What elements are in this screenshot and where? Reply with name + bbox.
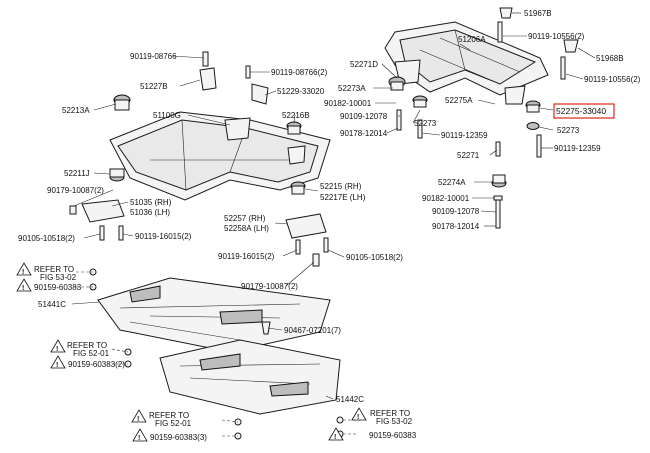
engine-under-cover-front (97, 277, 331, 353)
part-label-51968B: 51968B (596, 54, 624, 63)
front-mount-top (199, 51, 269, 105)
part-label-90119-12359-a: 90119-12359 (441, 131, 488, 140)
refer-note-fig-52-01-c-line2: FIG 52-01 (155, 419, 192, 428)
leader-lines (71, 12, 596, 437)
part-label-51967B: 51967B (524, 9, 552, 18)
part-label-52271: 52271 (457, 151, 480, 160)
rear-bushing-lower-left (491, 174, 507, 188)
svg-text:!: ! (56, 346, 58, 353)
part-label-52273A: 52273A (338, 84, 366, 93)
part-label-52274A: 52274A (438, 178, 466, 187)
front-bushing-right (286, 121, 306, 195)
part-label-51442C: 51442C (336, 395, 364, 404)
warning-icon: ! (50, 339, 66, 353)
part-label-90109-12078-b: 90109-12078 (432, 207, 480, 216)
part-label-90179-10087-a: 90179-10087(2) (47, 186, 104, 195)
part-label-51441C: 51441C (38, 300, 66, 309)
svg-text:!: ! (22, 269, 24, 276)
part-label-90159-60383-c: 90159-60383(3) (150, 433, 207, 442)
part-label-90178-12014-a: 90178-12014 (340, 129, 388, 138)
refer-note-fig-52-01-b-line1: REFER TO (67, 341, 107, 350)
svg-text:!: ! (138, 435, 140, 442)
part-label-51227B: 51227B (140, 82, 168, 91)
refer-note-fig-52-01-b-line2: FIG 52-01 (73, 349, 110, 358)
refer-note-fig-53-02-a-line2: FIG 53-02 (40, 273, 77, 282)
warning-icon: ! (16, 278, 32, 292)
part-label-52258A: 52258A (LH) (224, 224, 269, 233)
rear-bushing-lower-right (526, 122, 540, 130)
part-label-90119-08766: 90119-08766 (130, 52, 177, 61)
part-label-90182-10001-a: 90182-10001 (324, 99, 372, 108)
warning-icon: ! (351, 407, 367, 421)
part-label-52216B: 52216B (282, 111, 310, 120)
part-label-51035: 51035 (RH) (130, 198, 172, 207)
part-label-52273-b: 52273 (557, 126, 580, 135)
rear-bushing-upper-right (525, 100, 541, 113)
part-label-51100G: 51100G (153, 111, 181, 120)
part-label-90109-12078-a: 90109-12078 (340, 112, 388, 121)
refer-note-fig-53-02-d-line2: FIG 53-02 (376, 417, 413, 426)
part-label-90178-12014-b: 90178-12014 (432, 222, 480, 231)
part-label-90159-60383-d: 90159-60383 (369, 431, 417, 440)
part-label-52257: 52257 (RH) (224, 214, 266, 223)
rear-crossmember (384, 21, 549, 105)
part-label-51229-33020: 51229-33020 (277, 87, 325, 96)
rear-bolts (396, 7, 579, 229)
refer-note-fig-53-02-a-line1: REFER TO (34, 265, 74, 274)
part-label-90119-16015-a: 90119-16015(2) (135, 232, 192, 241)
svg-text:!: ! (56, 362, 58, 369)
front-brackets (69, 199, 329, 267)
part-label-52271D: 52271D (350, 60, 378, 69)
refer-note-fig-52-01-c-line1: REFER TO (149, 411, 189, 420)
part-label-90159-60383-b: 90159-60383(2) (68, 360, 125, 369)
front-crossmember (109, 111, 331, 201)
warning-icon: ! (328, 427, 344, 441)
svg-text:!: ! (357, 414, 359, 421)
part-label-90119-12359-b: 90119-12359 (554, 144, 601, 153)
part-label-90179-10087-b: 90179-10087(2) (241, 282, 298, 291)
part-label-90105-10518-b: 90105-10518(2) (346, 253, 403, 262)
part-label-90119-10556-b: 90119-10556(2) (584, 75, 641, 84)
part-label-90105-10518-a: 90105-10518(2) (18, 234, 75, 243)
part-label-52275A: 52275A (445, 96, 473, 105)
warning-icon: ! (131, 409, 147, 423)
part-label-52215: 52215 (RH) (320, 182, 362, 191)
svg-text:!: ! (22, 285, 24, 292)
part-label-90119-10556-a: 90119-10556(2) (528, 32, 585, 41)
svg-text:!: ! (334, 434, 336, 441)
highlighted-part-box (553, 103, 615, 119)
part-label-52273-a: 52273 (414, 119, 437, 128)
front-bushing-left (109, 94, 131, 182)
part-label-52275-33040: 52275-33040 (556, 106, 606, 116)
refer-note-fig-53-02-d-line1: REFER TO (370, 409, 410, 418)
svg-text:!: ! (137, 416, 139, 423)
warning-icon: ! (132, 428, 148, 442)
part-label-51206A: 51206A (458, 35, 486, 44)
engine-under-cover-rear (159, 339, 341, 415)
part-label-90119-08766-2: 90119-08766(2) (271, 68, 328, 77)
warning-icon: ! (50, 355, 66, 369)
part-label-52217E: 52217E (LH) (320, 193, 366, 202)
rear-bushing-upper-mid (412, 95, 428, 108)
part-label-90182-10001-b: 90182-10001 (422, 194, 470, 203)
part-labels: 51967B 51206A 90119-10556(2) 51968B 9011… (18, 9, 641, 442)
part-label-90159-60383-a: 90159-60383 (34, 283, 82, 292)
part-label-52213A: 52213A (62, 106, 90, 115)
part-label-90467-07201: 90467-07201(7) (284, 326, 341, 335)
part-label-52211J: 52211J (64, 169, 90, 178)
warning-icon: ! (16, 262, 32, 276)
part-label-90119-16015-b: 90119-16015(2) (218, 252, 275, 261)
part-label-51036: 51036 (LH) (130, 208, 170, 217)
rear-bushing-upper-left (388, 76, 406, 91)
